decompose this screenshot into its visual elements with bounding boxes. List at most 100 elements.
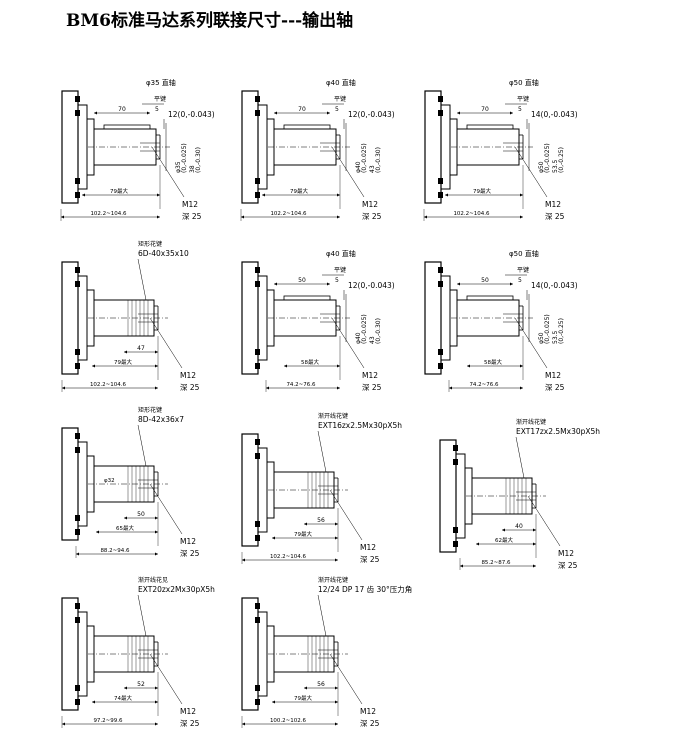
diameter-tol-b: (0,-0.25)	[558, 318, 565, 344]
dim-arrow	[457, 282, 460, 286]
thread-depth: 深 25	[362, 212, 382, 221]
dim-arrow	[510, 282, 513, 286]
thread-size: M12	[558, 549, 574, 558]
dim-arrow	[502, 528, 505, 532]
bolt-head	[453, 459, 458, 465]
spline-spec: EXT16zx2.5Mx30pX5h	[318, 421, 402, 430]
diameter-base-b: 53.5	[552, 159, 559, 173]
dim-arrow	[242, 558, 245, 562]
dim-arrow	[304, 686, 307, 690]
small-dim-text: 5	[155, 106, 159, 113]
dim-arrow	[304, 522, 307, 526]
dim-arrow	[335, 522, 338, 526]
inner-length-text: 56	[317, 517, 325, 524]
key-length-text: 70	[298, 106, 306, 113]
dim-arrow	[157, 193, 160, 197]
dim-arrow	[457, 111, 460, 115]
small-dim-text: 5	[335, 106, 339, 113]
dim-arrow	[266, 386, 269, 390]
thread-size: M12	[180, 371, 196, 380]
spline-spec: 12/24 DP 17 齿 30°压力角	[318, 584, 412, 594]
page-title: BM6标准马达系列联接尺寸---输出轴	[66, 11, 354, 31]
inner-length-text: 40	[515, 523, 523, 530]
dim-arrow	[520, 193, 523, 197]
flange-hub	[440, 104, 451, 190]
dim-arrow	[94, 111, 97, 115]
diameter-tol-b: (0,-0.30)	[195, 147, 202, 173]
flange-hub	[77, 441, 88, 527]
key-length-text: 70	[481, 106, 489, 113]
thread-size: M12	[360, 707, 376, 716]
dim-arrow	[533, 528, 536, 532]
key-label: 平键	[334, 95, 346, 103]
spline-label: 矩形花键	[138, 406, 162, 414]
bolt-head	[255, 685, 260, 691]
thread-leader	[331, 146, 365, 198]
total-length-text: 100.2~102.6	[270, 718, 307, 724]
dim-arrow	[157, 215, 160, 219]
spline-leader	[317, 430, 327, 473]
dim-arrow	[335, 686, 338, 690]
flange-length-text: 79最大	[114, 358, 132, 366]
thread-depth: 深 25	[180, 549, 200, 558]
bolt-head	[75, 267, 80, 273]
total-length-text: 102.2~104.6	[90, 211, 127, 217]
dim-arrow	[449, 386, 452, 390]
dim-arrow	[337, 215, 340, 219]
diameter-base-a: φ50	[538, 332, 545, 344]
thread-leader	[151, 146, 185, 198]
flange-plate	[424, 90, 442, 204]
diameter-base-b: 53.5	[552, 330, 559, 344]
dim-arrow	[337, 364, 340, 368]
inner-length-text: 50	[137, 511, 145, 518]
flange-length-text: 58最大	[484, 358, 502, 366]
dim-arrow	[155, 700, 158, 704]
shaft-label: φ35 直轴	[146, 78, 176, 87]
bolt-head	[453, 541, 458, 547]
dim-arrow	[124, 516, 127, 520]
spline-leader	[515, 436, 525, 479]
dim-arrow	[61, 215, 64, 219]
spline-leader	[137, 258, 147, 301]
bolt-head	[438, 363, 443, 369]
key-label: 平键	[517, 266, 529, 274]
dim-arrow	[274, 282, 277, 286]
flange-length-text: 62最大	[495, 536, 513, 544]
bolt-head	[75, 96, 80, 102]
dim-arrow	[262, 193, 265, 197]
dim-arrow	[445, 193, 448, 197]
diameter-base-a: φ35	[175, 161, 182, 173]
dim-arrow	[155, 516, 158, 520]
thread-size: M12	[180, 537, 196, 546]
bolt-head	[75, 110, 80, 116]
flange-length-text: 74最大	[114, 694, 132, 702]
thread-depth: 深 25	[180, 383, 200, 392]
bolt-head	[75, 178, 80, 184]
bolt-head	[75, 281, 80, 287]
flange-hub	[77, 611, 88, 697]
bolt-head	[255, 453, 260, 459]
key-seat	[283, 124, 331, 130]
spline-label: 矩形花键	[138, 240, 162, 248]
bolt-head	[75, 685, 80, 691]
key-seat	[283, 295, 331, 301]
dim-arrow	[62, 386, 65, 390]
key-seat	[466, 295, 514, 301]
thread-size: M12	[362, 371, 378, 380]
dim-arrow	[327, 111, 330, 115]
dim-arrow	[337, 193, 340, 197]
small-dim-text: 5	[518, 106, 522, 113]
bolt-head	[438, 96, 443, 102]
bolt-head	[75, 603, 80, 609]
key-seat	[103, 124, 151, 130]
bolt-head	[438, 178, 443, 184]
key-width-tolerance: 12(0,-0.043)	[348, 110, 395, 119]
bolt-head	[75, 433, 80, 439]
flange-plate	[241, 433, 259, 547]
spline-spec: EXT17zx2.5Mx30pX5h	[516, 427, 600, 436]
diameter-tol-a: (0,-0.025)	[361, 314, 368, 344]
bolt-head	[75, 699, 80, 705]
